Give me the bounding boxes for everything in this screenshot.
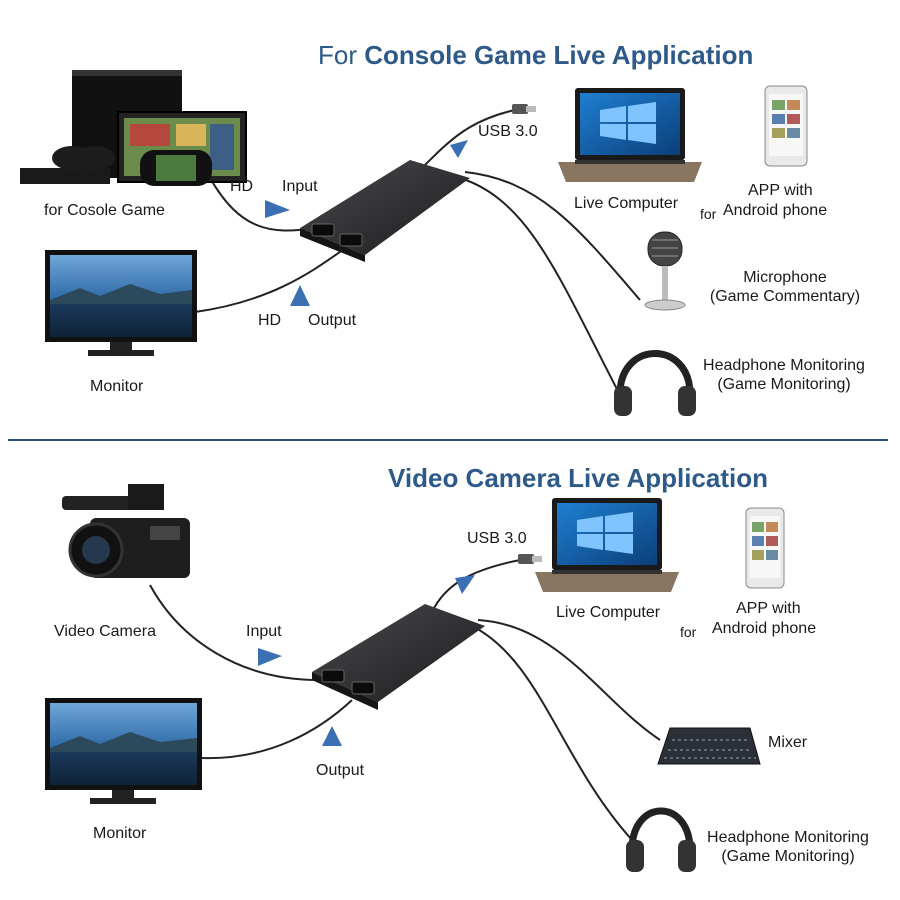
bottom-monitor-label: Monitor xyxy=(93,825,147,842)
mixer-label: Mixer xyxy=(768,734,808,751)
bottom-app-label-line2: Android phone xyxy=(712,620,817,637)
usb-cable xyxy=(424,109,516,166)
capture-card-top xyxy=(300,160,470,262)
bottom-headphone-cable xyxy=(471,625,633,841)
top-section-title: For Console Game Live Application xyxy=(318,40,753,71)
bottom-section xyxy=(45,484,785,872)
headphone-label-line1: Headphone Monitoring xyxy=(703,357,865,374)
camera-label: Video Camera xyxy=(54,623,156,640)
bottom-headphone-label-line1: Headphone Monitoring xyxy=(707,829,869,846)
video-camera-icon xyxy=(62,484,190,578)
hd-output-label: HD xyxy=(258,312,282,329)
headphone-icon xyxy=(614,350,696,416)
app-label-line1: APP with xyxy=(748,182,813,199)
bottom-app-label-for: for xyxy=(680,624,697,640)
bottom-output-label: Output xyxy=(316,762,365,779)
mic-cable xyxy=(464,171,641,301)
bottom-app-label-line1: APP with xyxy=(736,600,801,617)
hdmi-output-cable xyxy=(194,244,351,313)
app-label-for: for xyxy=(700,206,717,222)
title-prefix: For xyxy=(318,40,357,70)
mixer-cable xyxy=(477,619,661,741)
top-section xyxy=(20,70,808,416)
bottom-input-arrow-icon xyxy=(258,648,282,666)
game-console-icon xyxy=(20,70,247,186)
input-arrow-icon xyxy=(265,200,290,218)
mixer-icon xyxy=(657,727,761,765)
bottom-computer-label: Live Computer xyxy=(556,604,661,621)
microphone-icon xyxy=(644,231,686,311)
monitor-label: Monitor xyxy=(90,378,144,395)
bottom-headphone-label-line2: (Game Monitoring) xyxy=(721,848,855,865)
bottom-input-cable xyxy=(149,584,319,681)
bottom-android-phone-icon xyxy=(745,507,785,589)
headphone-label: Headphone Monitoring (Game Monitoring) xyxy=(686,356,882,394)
hd-input-label: HD xyxy=(230,178,254,195)
bottom-usb-plug-icon xyxy=(518,554,542,564)
title-main: Console Game Live Application xyxy=(364,40,754,70)
laptop-icon xyxy=(558,88,702,182)
bottom-usb-label: USB 3.0 xyxy=(467,530,527,547)
bottom-output-cable xyxy=(201,699,353,760)
bottom-laptop-icon xyxy=(535,498,679,592)
app-label-line2: Android phone xyxy=(723,202,828,219)
bottom-usb-cable xyxy=(431,559,521,613)
headphone-cable xyxy=(459,177,621,396)
microphone-label-line2: (Game Commentary) xyxy=(709,288,861,305)
input-label: Input xyxy=(282,178,318,195)
console-label: for Cosole Game xyxy=(44,202,165,219)
bottom-headphone-label: Headphone Monitoring (Game Monitoring) xyxy=(690,828,886,866)
output-label: Output xyxy=(308,312,357,329)
bottom-section-title: Video Camera Live Application xyxy=(388,463,768,493)
output-arrow-icon xyxy=(290,285,310,306)
headphone-label-line2: (Game Monitoring) xyxy=(717,376,851,393)
bottom-headphone-icon xyxy=(626,807,696,872)
monitor-icon xyxy=(45,250,197,356)
bottom-output-arrow-icon xyxy=(322,726,342,746)
usb-plug-icon xyxy=(512,104,536,114)
usb-label: USB 3.0 xyxy=(478,123,538,140)
bottom-input-label: Input xyxy=(246,623,282,640)
microphone-label: Microphone (Game Commentary) xyxy=(690,268,880,306)
microphone-label-line1: Microphone xyxy=(743,269,827,286)
bottom-monitor-icon xyxy=(45,698,202,804)
bottom-usb-arrow-icon xyxy=(455,575,475,594)
capture-card-bottom xyxy=(312,604,485,710)
android-phone-icon xyxy=(764,85,808,167)
usb-arrow-icon xyxy=(450,140,468,158)
computer-label: Live Computer xyxy=(574,195,679,212)
